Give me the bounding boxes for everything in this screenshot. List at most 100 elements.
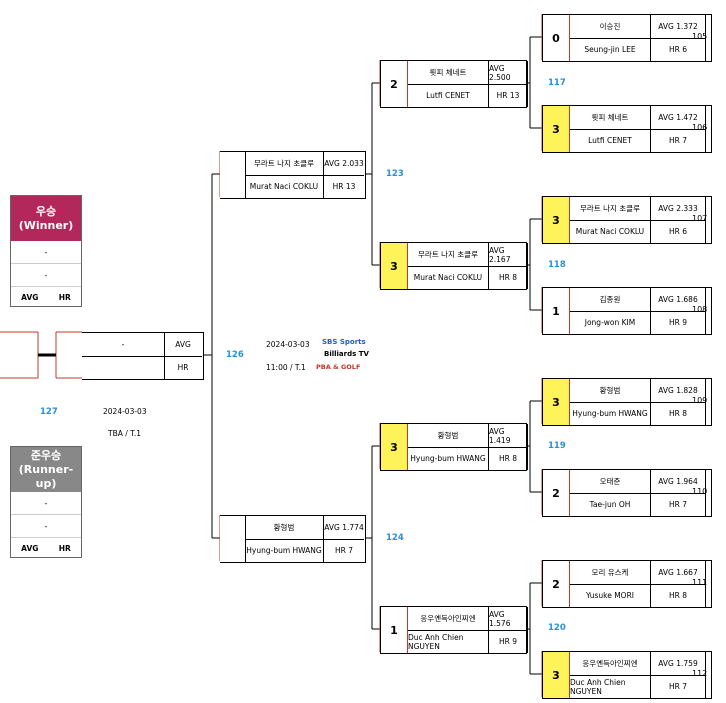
- player-avg: AVG 2.500: [489, 61, 528, 85]
- match-111[interactable]: 2 모리 유스케 Yusuke MORI AVG 1.667 HR 8 111: [542, 560, 726, 608]
- player-avg: AVG 2.167: [489, 243, 528, 267]
- player-name-en: Yusuke MORI: [570, 584, 651, 607]
- player-hr: HR 13: [489, 84, 528, 107]
- player-hr: HR 6: [651, 38, 706, 61]
- match-number: 110: [692, 487, 708, 496]
- score: 3: [381, 243, 408, 289]
- match-110[interactable]: 2 오태준 Tae-jun OH AVG 1.964 HR 7 110: [542, 469, 726, 517]
- connector-118: 118: [548, 260, 566, 270]
- match-109[interactable]: 3 황형범 Hyung-bum HWANG AVG 1.828 HR 8 109: [542, 378, 726, 426]
- match-108[interactable]: 1 김종원 Jong-won KIM AVG 1.686 HR 9 108: [542, 287, 726, 335]
- final-date: 2024-03-03: [266, 340, 310, 349]
- player-name-ko: 륏피 체네트: [570, 106, 651, 130]
- match-number: 107: [692, 214, 708, 223]
- sf-match-1[interactable]: 무라트 나지 초클루 Murat Naci COKLU AVG 2.033 HR…: [220, 151, 540, 199]
- match-106[interactable]: 3 륏피 체네트 Lutfi CENET AVG 1.472 HR 7 106: [542, 105, 726, 153]
- score: 3: [543, 379, 570, 425]
- player-hr: HR 8: [489, 447, 528, 470]
- player-name-ko: 응우옌득아인찌엔: [408, 607, 489, 631]
- score: 1: [381, 607, 408, 653]
- pba-golf-logo: PBA & GOLF: [316, 363, 361, 371]
- winner-card: 우승 (Winner) - - AVG HR: [10, 195, 82, 307]
- qf-match-2[interactable]: 3 무라트 나지 초클루 Murat Naci COKLU AVG 2.167 …: [380, 242, 700, 290]
- score-empty: [220, 152, 246, 198]
- qf-match-4[interactable]: 1 응우옌득아인찌엔 Duc Anh Chien NGUYEN AVG 1.57…: [380, 606, 700, 654]
- player-name-en: Hyung-bum HWANG: [570, 402, 651, 425]
- player-avg: AVG 1.686: [651, 288, 706, 312]
- runnerup-row-2: -: [11, 515, 81, 538]
- runnerup-avg-label: AVG: [21, 543, 39, 553]
- player-name-en: Murat Naci COKLU: [245, 175, 324, 198]
- player-name-en: Duc Anh Chien NGUYEN: [408, 630, 489, 653]
- player-name-en: Lutfi CENET: [570, 129, 651, 152]
- connector-126: 126: [226, 350, 244, 360]
- runnerup-header: 준우승 (Runner-up): [11, 447, 81, 492]
- player-hr: HR 9: [489, 630, 528, 653]
- runnerup-row-1: -: [11, 492, 81, 515]
- player-avg: AVG 1.964: [651, 470, 706, 494]
- connector-123: 123: [386, 169, 404, 179]
- player-name-en: Murat Naci COKLU: [570, 220, 651, 243]
- player-name-ko: 김종원: [570, 288, 651, 312]
- player-name-ko: 응우옌득아인찌엔: [570, 652, 651, 676]
- player-hr: HR 7: [651, 493, 706, 516]
- player-hr: HR 7: [334, 546, 353, 555]
- qf-match-1[interactable]: 2 륏피 체네트 Lutfi CENET AVG 2.500 HR 13: [380, 60, 700, 108]
- player-hr: HR 8: [651, 402, 706, 425]
- player-hr: HR 13: [332, 182, 356, 191]
- match-number: 111: [692, 578, 708, 587]
- winner-header: 우승 (Winner): [11, 196, 81, 241]
- match-107[interactable]: 3 무라트 나지 초클루 Murat Naci COKLU AVG 2.333 …: [542, 196, 726, 244]
- match-number: 106: [692, 123, 708, 132]
- score: 1: [543, 288, 570, 334]
- score: 0: [543, 15, 570, 61]
- final-avg: AVG: [164, 333, 202, 357]
- score: 2: [543, 470, 570, 516]
- score: 2: [381, 61, 408, 107]
- player-avg: AVG 2.033: [324, 152, 364, 176]
- score: 3: [381, 424, 408, 470]
- score-empty: [220, 516, 246, 562]
- player-hr: HR 8: [489, 266, 528, 289]
- player-name-en: Seung-jin LEE: [570, 38, 651, 61]
- qf-match-3[interactable]: 3 황형범 Hyung-bum HWANG AVG 1.419 HR 8: [380, 423, 700, 471]
- final-match[interactable]: - AVG HR: [82, 332, 204, 380]
- connector-127: 127: [40, 407, 58, 417]
- winner-subtitle: (Winner): [18, 218, 74, 232]
- final-player-2: [82, 356, 165, 379]
- final-time: 11:00 / T.1: [266, 363, 306, 372]
- player-name-en: Tae-jun OH: [570, 493, 651, 516]
- grand-final-date: 2024-03-03: [103, 407, 147, 416]
- player-name-en: Hyung-bum HWANG: [245, 539, 324, 562]
- sf-match-2[interactable]: 황형범 Hyung-bum HWANG AVG 1.774 HR 7: [220, 515, 540, 563]
- runnerup-subtitle: (Runner-up): [18, 462, 74, 490]
- winner-row-2: -: [11, 264, 81, 287]
- score: 3: [543, 106, 570, 152]
- player-avg: AVG 1.828: [651, 379, 706, 403]
- player-hr: HR 7: [651, 675, 706, 698]
- winner-title: 우승: [35, 204, 57, 218]
- player-hr: HR 8: [651, 584, 706, 607]
- player-name-ko: 오태준: [570, 470, 651, 494]
- match-105[interactable]: 0 이승진 Seung-jin LEE AVG 1.372 HR 6 105: [542, 14, 726, 62]
- player-hr: HR 6: [651, 220, 706, 243]
- player-name-en: Lutfi CENET: [408, 84, 489, 107]
- player-name-ko: 황형범: [245, 516, 324, 540]
- player-avg: AVG 1.759: [651, 652, 706, 676]
- player-name-ko: 무라트 나지 초클루: [408, 243, 489, 267]
- player-avg: AVG 1.774: [324, 516, 364, 540]
- match-number: 105: [692, 32, 708, 41]
- player-hr: HR 9: [651, 311, 706, 334]
- match-number: 112: [692, 669, 708, 678]
- player-avg: AVG 1.667: [651, 561, 706, 585]
- player-name-en: Jong-won KIM: [570, 311, 651, 334]
- player-name-ko: 모리 유스케: [570, 561, 651, 585]
- player-avg: AVG 2.333: [651, 197, 706, 221]
- runnerup-card: 준우승 (Runner-up) - - AVG HR: [10, 446, 82, 558]
- connector-119: 119: [548, 441, 566, 451]
- player-avg: AVG 1.472: [651, 106, 706, 130]
- score: 3: [543, 197, 570, 243]
- final-hr: HR: [177, 363, 189, 372]
- match-112[interactable]: 3 응우옌득아인찌엔 Duc Anh Chien NGUYEN AVG 1.75…: [542, 651, 726, 699]
- player-name-ko: 무라트 나지 초클루: [570, 197, 651, 221]
